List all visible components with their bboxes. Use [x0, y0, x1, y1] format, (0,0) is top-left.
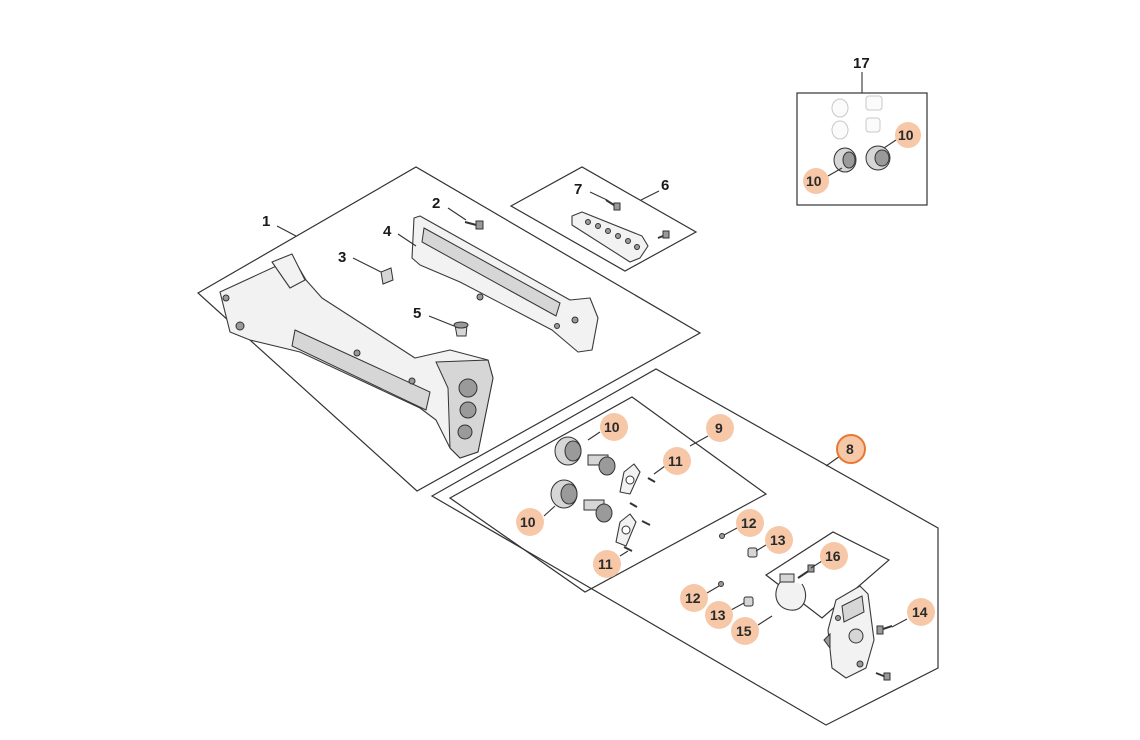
- callout-3: 3: [338, 249, 346, 266]
- callout-12-lower: 12: [685, 590, 701, 606]
- callout-8: 8: [846, 441, 854, 457]
- callout-10-kit-right-badge: [895, 122, 921, 148]
- callout-15-badge: [731, 617, 759, 645]
- flange-lower: [615, 513, 637, 547]
- damper-part-10-lower: [550, 479, 613, 523]
- callout-4: 4: [383, 223, 392, 240]
- callout-10-upper: 10: [604, 419, 620, 435]
- strip-part: [571, 211, 649, 263]
- screw-part-7: [605, 199, 621, 211]
- small-parts-12-13: [718, 533, 758, 607]
- callout-16: 16: [825, 548, 841, 564]
- group-1-frame: [196, 166, 702, 492]
- callout-11-lower-badge: [593, 550, 621, 578]
- callout-17: 17: [853, 55, 870, 72]
- screws-part-11: [623, 477, 656, 552]
- callout-10-kit-left: 10: [806, 173, 822, 189]
- callout-11-upper: 11: [668, 453, 683, 469]
- grip-part: [823, 585, 875, 679]
- callout-12-lower-badge: [680, 584, 708, 612]
- callout-14-badge: [907, 598, 935, 626]
- callout-14: 14: [912, 604, 928, 620]
- callout-13-lower-badge: [705, 601, 733, 629]
- damper-part-10-a: [833, 147, 857, 173]
- callout-5: 5: [413, 305, 421, 322]
- callout-15: 15: [736, 623, 752, 639]
- callout-11-lower: 11: [598, 556, 613, 572]
- screw-strip-lower: [657, 230, 670, 239]
- callout-6: 6: [661, 177, 669, 194]
- cover-part-4: [411, 215, 599, 353]
- callout-16-badge: [820, 542, 848, 570]
- callout-7: 7: [574, 181, 582, 198]
- damper-part-10-b: [865, 145, 891, 171]
- group-6-frame: [509, 166, 698, 272]
- housing-part: [219, 253, 494, 459]
- flange-upper: [619, 463, 641, 495]
- damper-part-10-upper: [554, 436, 616, 476]
- callout-13-lower: 13: [710, 607, 726, 623]
- group-8-handle: 8 9: [430, 368, 939, 726]
- group-8-frame: [430, 368, 939, 726]
- callout-10-upper-badge: [600, 413, 628, 441]
- ghost-bushings: [831, 95, 883, 140]
- callout-11-upper-badge: [663, 447, 691, 475]
- nut-part-3: [380, 267, 394, 285]
- clamp-part-15: [775, 573, 807, 611]
- callout-10-lower: 10: [520, 514, 536, 530]
- callout-10-kit-right: 10: [898, 127, 914, 143]
- screw-part-16: [797, 564, 815, 579]
- group-1-housing: 1 2 3 4 5: [196, 166, 702, 492]
- callout-12-upper: 12: [741, 515, 757, 531]
- callout-10-lower-badge: [516, 508, 544, 536]
- callout-9: 9: [715, 420, 723, 436]
- screw-part-2: [464, 220, 484, 230]
- plug-part-5: [453, 321, 469, 337]
- callout-2: 2: [432, 195, 440, 212]
- callout-13-upper: 13: [770, 532, 786, 548]
- callout-13-upper-badge: [765, 526, 793, 554]
- callout-10-kit-left-badge: [803, 168, 829, 194]
- group-17-kit: 17 10 10: [796, 55, 928, 206]
- callout-1: 1: [262, 213, 270, 230]
- screws-part-14: [875, 625, 893, 681]
- callout-8-badge: [836, 434, 866, 464]
- group-9-frame: [448, 396, 768, 593]
- group-6-strip: 7 6: [509, 166, 698, 272]
- callout-9-badge: [706, 414, 734, 442]
- callout-12-upper-badge: [736, 509, 764, 537]
